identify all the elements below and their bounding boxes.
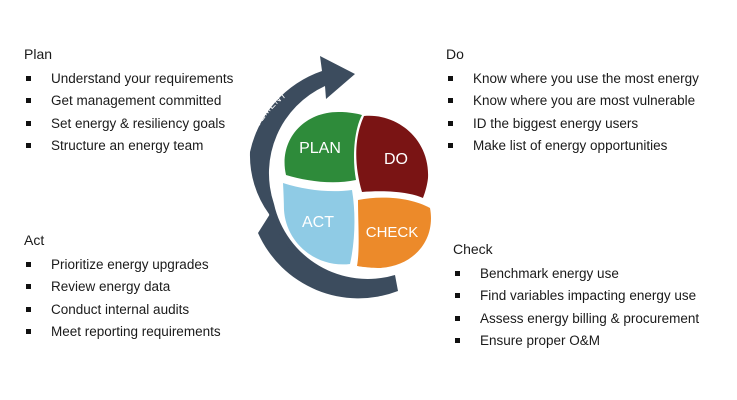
plan-petal-label: PLAN xyxy=(299,140,341,157)
act-item: Prioritize energy upgrades xyxy=(24,254,221,276)
check-list: Benchmark energy use Find variables impa… xyxy=(453,263,699,352)
do-petal-label: DO xyxy=(384,151,408,168)
do-list: Know where you use the most energy Know … xyxy=(446,68,699,157)
act-item: Review energy data xyxy=(24,276,221,298)
act-petal xyxy=(283,183,355,265)
check-item: Benchmark energy use xyxy=(453,263,699,285)
do-section: Do Know where you use the most energy Kn… xyxy=(446,46,699,157)
plan-section: Plan Understand your requirements Get ma… xyxy=(24,46,233,157)
check-section: Check Benchmark energy use Find variable… xyxy=(453,241,699,352)
check-item: Find variables impacting energy use xyxy=(453,285,699,307)
plan-item: Structure an energy team xyxy=(24,135,233,157)
check-item: Assess energy billing & procurement xyxy=(453,308,699,330)
act-item: Meet reporting requirements xyxy=(24,321,221,343)
act-item: Conduct internal audits xyxy=(24,299,221,321)
check-title: Check xyxy=(453,241,493,257)
plan-item: Set energy & resiliency goals xyxy=(24,113,233,135)
plan-item: Understand your requirements xyxy=(24,68,233,90)
plan-item: Get management committed xyxy=(24,90,233,112)
plan-list: Understand your requirements Get managem… xyxy=(24,68,233,157)
plan-petal xyxy=(284,111,362,183)
check-petal xyxy=(357,197,431,268)
do-petal xyxy=(356,115,429,198)
arrow-lower-tail xyxy=(258,214,398,299)
act-petal-label: ACT xyxy=(302,214,334,231)
do-item: Know where you use the most energy xyxy=(446,68,699,90)
do-item: ID the biggest energy users xyxy=(446,113,699,135)
act-title: Act xyxy=(24,232,45,248)
continuous-improvement-arrow xyxy=(249,56,395,284)
do-title: Do xyxy=(446,46,464,62)
plan-title: Plan xyxy=(24,46,53,62)
act-section: Act Prioritize energy upgrades Review en… xyxy=(24,232,221,343)
check-petal-label: CHECK xyxy=(366,224,419,241)
act-list: Prioritize energy upgrades Review energy… xyxy=(24,254,221,343)
do-item: Know where you are most vulnerable xyxy=(446,90,699,112)
check-item: Ensure proper O&M xyxy=(453,330,699,352)
do-item: Make list of energy opportunities xyxy=(446,135,699,157)
